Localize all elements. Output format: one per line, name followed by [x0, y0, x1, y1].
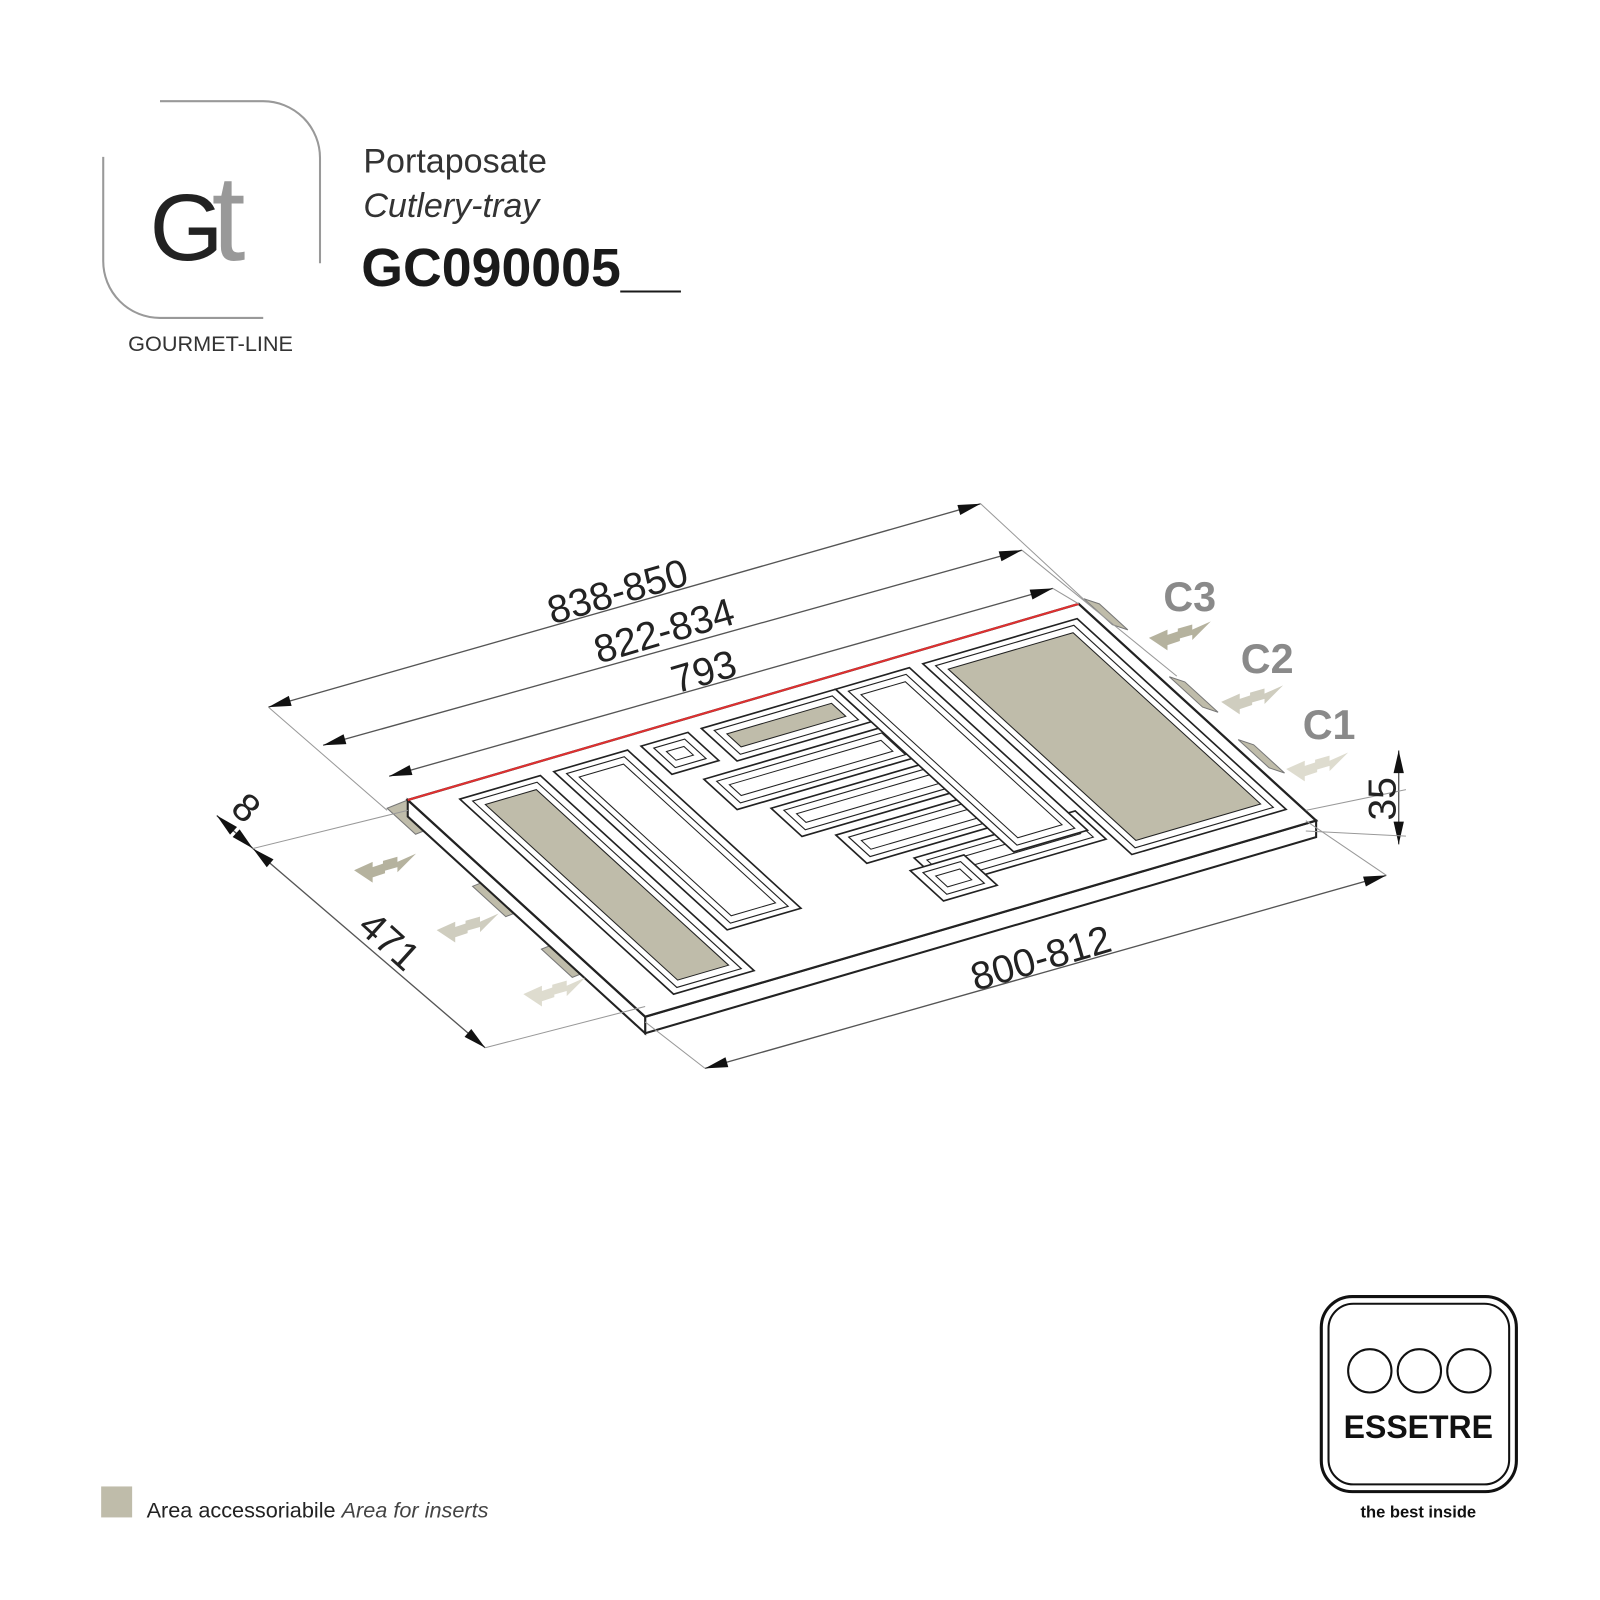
slide-arrow-right-icon: [1250, 685, 1284, 704]
dimension-arrowhead-icon: [268, 695, 292, 708]
slide-arrow-left-icon: [1286, 760, 1318, 782]
insert-area: [947, 632, 1262, 842]
compartment-floor: [860, 681, 1064, 839]
dim-depth: 471: [350, 903, 428, 979]
slide-arrow-right-icon: [382, 853, 416, 873]
compartment-floor: [728, 739, 894, 797]
extension-line: [1052, 587, 1079, 605]
slide-arrow-left-icon: [354, 861, 386, 883]
logo-t: t: [212, 150, 246, 286]
slide-arrow-right-icon: [1177, 621, 1211, 640]
dimension-line: [252, 848, 486, 1049]
maker-tagline: the best inside: [1361, 1503, 1477, 1521]
extension-line: [1021, 549, 1178, 677]
dimension-line: [268, 503, 981, 708]
slide-arrow-left-icon: [1148, 629, 1180, 651]
dimension-arrowhead-icon: [252, 848, 274, 868]
slide-arrow-left-icon: [436, 921, 468, 943]
extension-line: [252, 809, 408, 850]
dimension-arrowhead-icon: [323, 734, 347, 746]
essetre-logo: ESSETRE the best inside: [1319, 1294, 1518, 1521]
inner-length-highlight: [407, 602, 1079, 801]
legend-swatch: [101, 1486, 133, 1518]
dimension-arrowhead-icon: [998, 550, 1022, 562]
compartment-floor: [578, 763, 777, 917]
product-code: GC090005__: [361, 238, 681, 298]
compartment-floor: [665, 745, 695, 761]
dimension-arrowhead-icon: [957, 503, 981, 515]
dimension-arrowhead-icon: [1029, 588, 1053, 600]
slide-arrow-right-icon: [552, 977, 586, 997]
slide-label-c3: C3: [1163, 574, 1216, 620]
extension-line: [268, 706, 388, 811]
dim-inner-length: 793: [666, 642, 741, 703]
slide-arrow-right-icon: [1315, 752, 1349, 772]
extension-line: [1305, 820, 1387, 876]
slide-label-c2: C2: [1241, 636, 1294, 682]
insert-area: [484, 789, 730, 981]
dimension-arrowhead-icon: [464, 1029, 486, 1048]
right-slide: [1168, 676, 1219, 713]
cutlery-tray: [354, 598, 1349, 1036]
extension-line: [1305, 789, 1407, 811]
legend-label: Area accessoriabile Area for inserts: [147, 1497, 489, 1522]
slide-arrow-left-icon: [1221, 693, 1253, 715]
dimension-arrowhead-icon: [216, 815, 238, 835]
product-name-en: Cutlery-tray: [363, 187, 541, 225]
slide-arrow-left-icon: [523, 985, 555, 1007]
dimension-line: [322, 549, 1023, 746]
compartment-floor: [934, 868, 973, 888]
right-slide: [1237, 739, 1285, 774]
insert-area: [725, 702, 847, 748]
slide-label-c1: C1: [1303, 702, 1356, 748]
dimension-arrowhead-icon: [389, 765, 413, 777]
dimension-arrowhead-icon: [705, 1057, 729, 1069]
line-name: GOURMET-LINE: [128, 331, 293, 356]
dimension-line: [388, 587, 1054, 777]
dimension-arrowhead-icon: [1393, 750, 1404, 774]
dim-height: 35: [1361, 777, 1405, 821]
product-name-it: Portaposate: [363, 142, 547, 180]
gourmet-line-logo: G t GOURMET-LINE: [102, 100, 322, 356]
extension-line: [980, 503, 1095, 610]
dimension-arrowhead-icon: [232, 829, 253, 849]
extension-line: [1305, 830, 1406, 837]
maker-name: ESSETRE: [1344, 1409, 1493, 1445]
dimension-arrowhead-icon: [1363, 875, 1387, 887]
dimension-arrowhead-icon: [1393, 821, 1404, 845]
dimension-lines: [216, 503, 1407, 1070]
logo-g: G: [150, 175, 224, 281]
extension-line: [644, 1021, 706, 1069]
dimension-line: [704, 874, 1387, 1070]
extension-line: [485, 1005, 646, 1049]
slide-arrow-right-icon: [465, 913, 499, 933]
